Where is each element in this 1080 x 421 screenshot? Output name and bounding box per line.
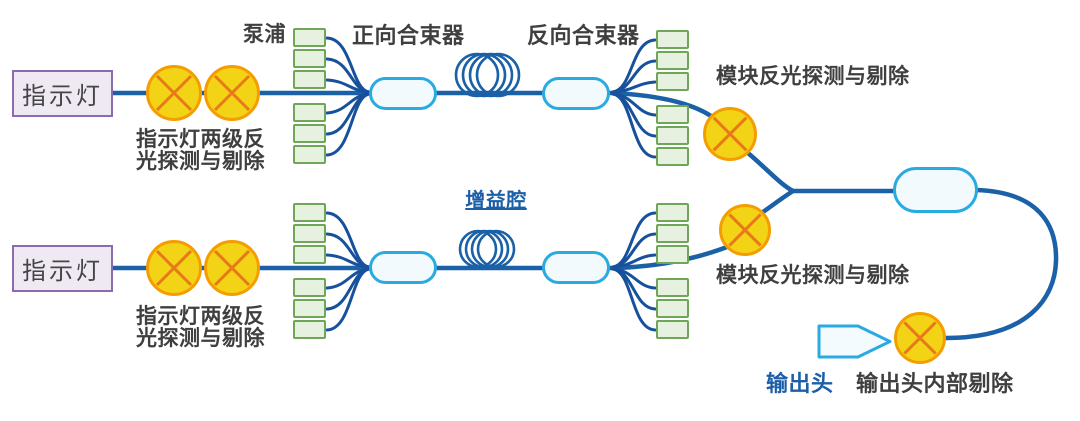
backward-combiner-a [542, 77, 610, 110]
pump-array-b-backward-diode-1 [656, 203, 689, 222]
gain-coil-icon-top [454, 52, 521, 98]
forward-combiner-b [369, 251, 437, 284]
pump-array-b-backward-diode-3 [656, 245, 689, 264]
pump-array-a-backward-diode-4 [656, 105, 689, 124]
indicator-box-a: 指示灯 [12, 70, 113, 117]
forward-combiner-a [369, 77, 437, 110]
indicator-box-b: 指示灯 [12, 245, 113, 292]
indicator-detect-point-a1-icon [146, 65, 202, 121]
indicator-label-b: 指示灯 [22, 258, 103, 285]
pump-array-a-backward-diode-6 [656, 147, 689, 166]
pump-array-a-backward-diode-1 [656, 30, 689, 49]
indicator-detect-point-b1-icon [146, 240, 202, 296]
pump-array-b-forward-diode-1 [293, 203, 326, 222]
detect-cross-icon [155, 249, 193, 287]
detect-cross-icon [155, 74, 193, 112]
detect-cross-icon [728, 213, 762, 247]
pump-array-a-forward-diode-1 [293, 28, 326, 47]
module-detect-point-a-icon [703, 107, 757, 161]
pump-array-a-forward-diode-5 [293, 124, 326, 143]
output-head-label: 输出头 [766, 371, 834, 396]
pump-array-a-backward-diode-2 [656, 51, 689, 70]
pump-array-a-forward-diode-3 [293, 70, 326, 89]
pump-array-a-forward-diode-4 [293, 103, 326, 122]
pump-label: 泵浦 [243, 23, 286, 46]
pump-array-b-backward-diode-2 [656, 224, 689, 243]
output-internal-detect-label: 输出头内部剔除 [856, 371, 1014, 396]
pump-array-a-backward-diode-5 [656, 126, 689, 145]
backward-combiner-label: 反向合束器 [527, 23, 640, 48]
module-detect-point-b-icon [719, 204, 771, 256]
module-detect-label-a: 模块反光探测与剔除 [716, 65, 910, 88]
pump-array-b-backward-diode-6 [656, 320, 689, 339]
output-combiner [893, 167, 978, 213]
indicator-detect-point-b2-icon [204, 240, 260, 296]
pump-array-b-forward-diode-5 [293, 299, 326, 318]
indicator-detect-point-a2-icon [204, 65, 260, 121]
pump-array-b-forward-diode-3 [293, 245, 326, 264]
detect-cross-icon [903, 321, 937, 355]
pump-fan-lines [325, 36, 657, 332]
output-detect-point-icon [894, 312, 946, 364]
backward-combiner-b [542, 251, 610, 284]
pump-array-b-backward-diode-5 [656, 299, 689, 318]
pump-array-b-forward-diode-2 [293, 224, 326, 243]
module-detect-label-b: 模块反光探测与剔除 [716, 264, 910, 287]
pump-array-b-backward-diode-4 [656, 278, 689, 297]
pump-array-b-forward-diode-6 [293, 320, 326, 339]
gain-cavity-label: 增益腔 [465, 190, 527, 212]
indicator-label-a: 指示灯 [22, 83, 103, 110]
indicator-detect-label-a: 指示灯两级反 光探测与剔除 [136, 128, 265, 173]
pump-array-b-forward-diode-4 [293, 278, 326, 297]
output-head-icon [817, 324, 892, 359]
forward-combiner-label: 正向合束器 [352, 23, 465, 48]
detect-cross-icon [213, 74, 251, 112]
pump-array-a-backward-diode-3 [656, 72, 689, 91]
detect-cross-icon [213, 249, 251, 287]
detect-cross-icon [712, 116, 748, 152]
pump-array-a-forward-diode-6 [293, 145, 326, 164]
gain-coil-icon-bottom [458, 229, 516, 269]
pump-array-a-forward-diode-2 [293, 49, 326, 68]
indicator-detect-label-b: 指示灯两级反 光探测与剔除 [136, 305, 265, 350]
